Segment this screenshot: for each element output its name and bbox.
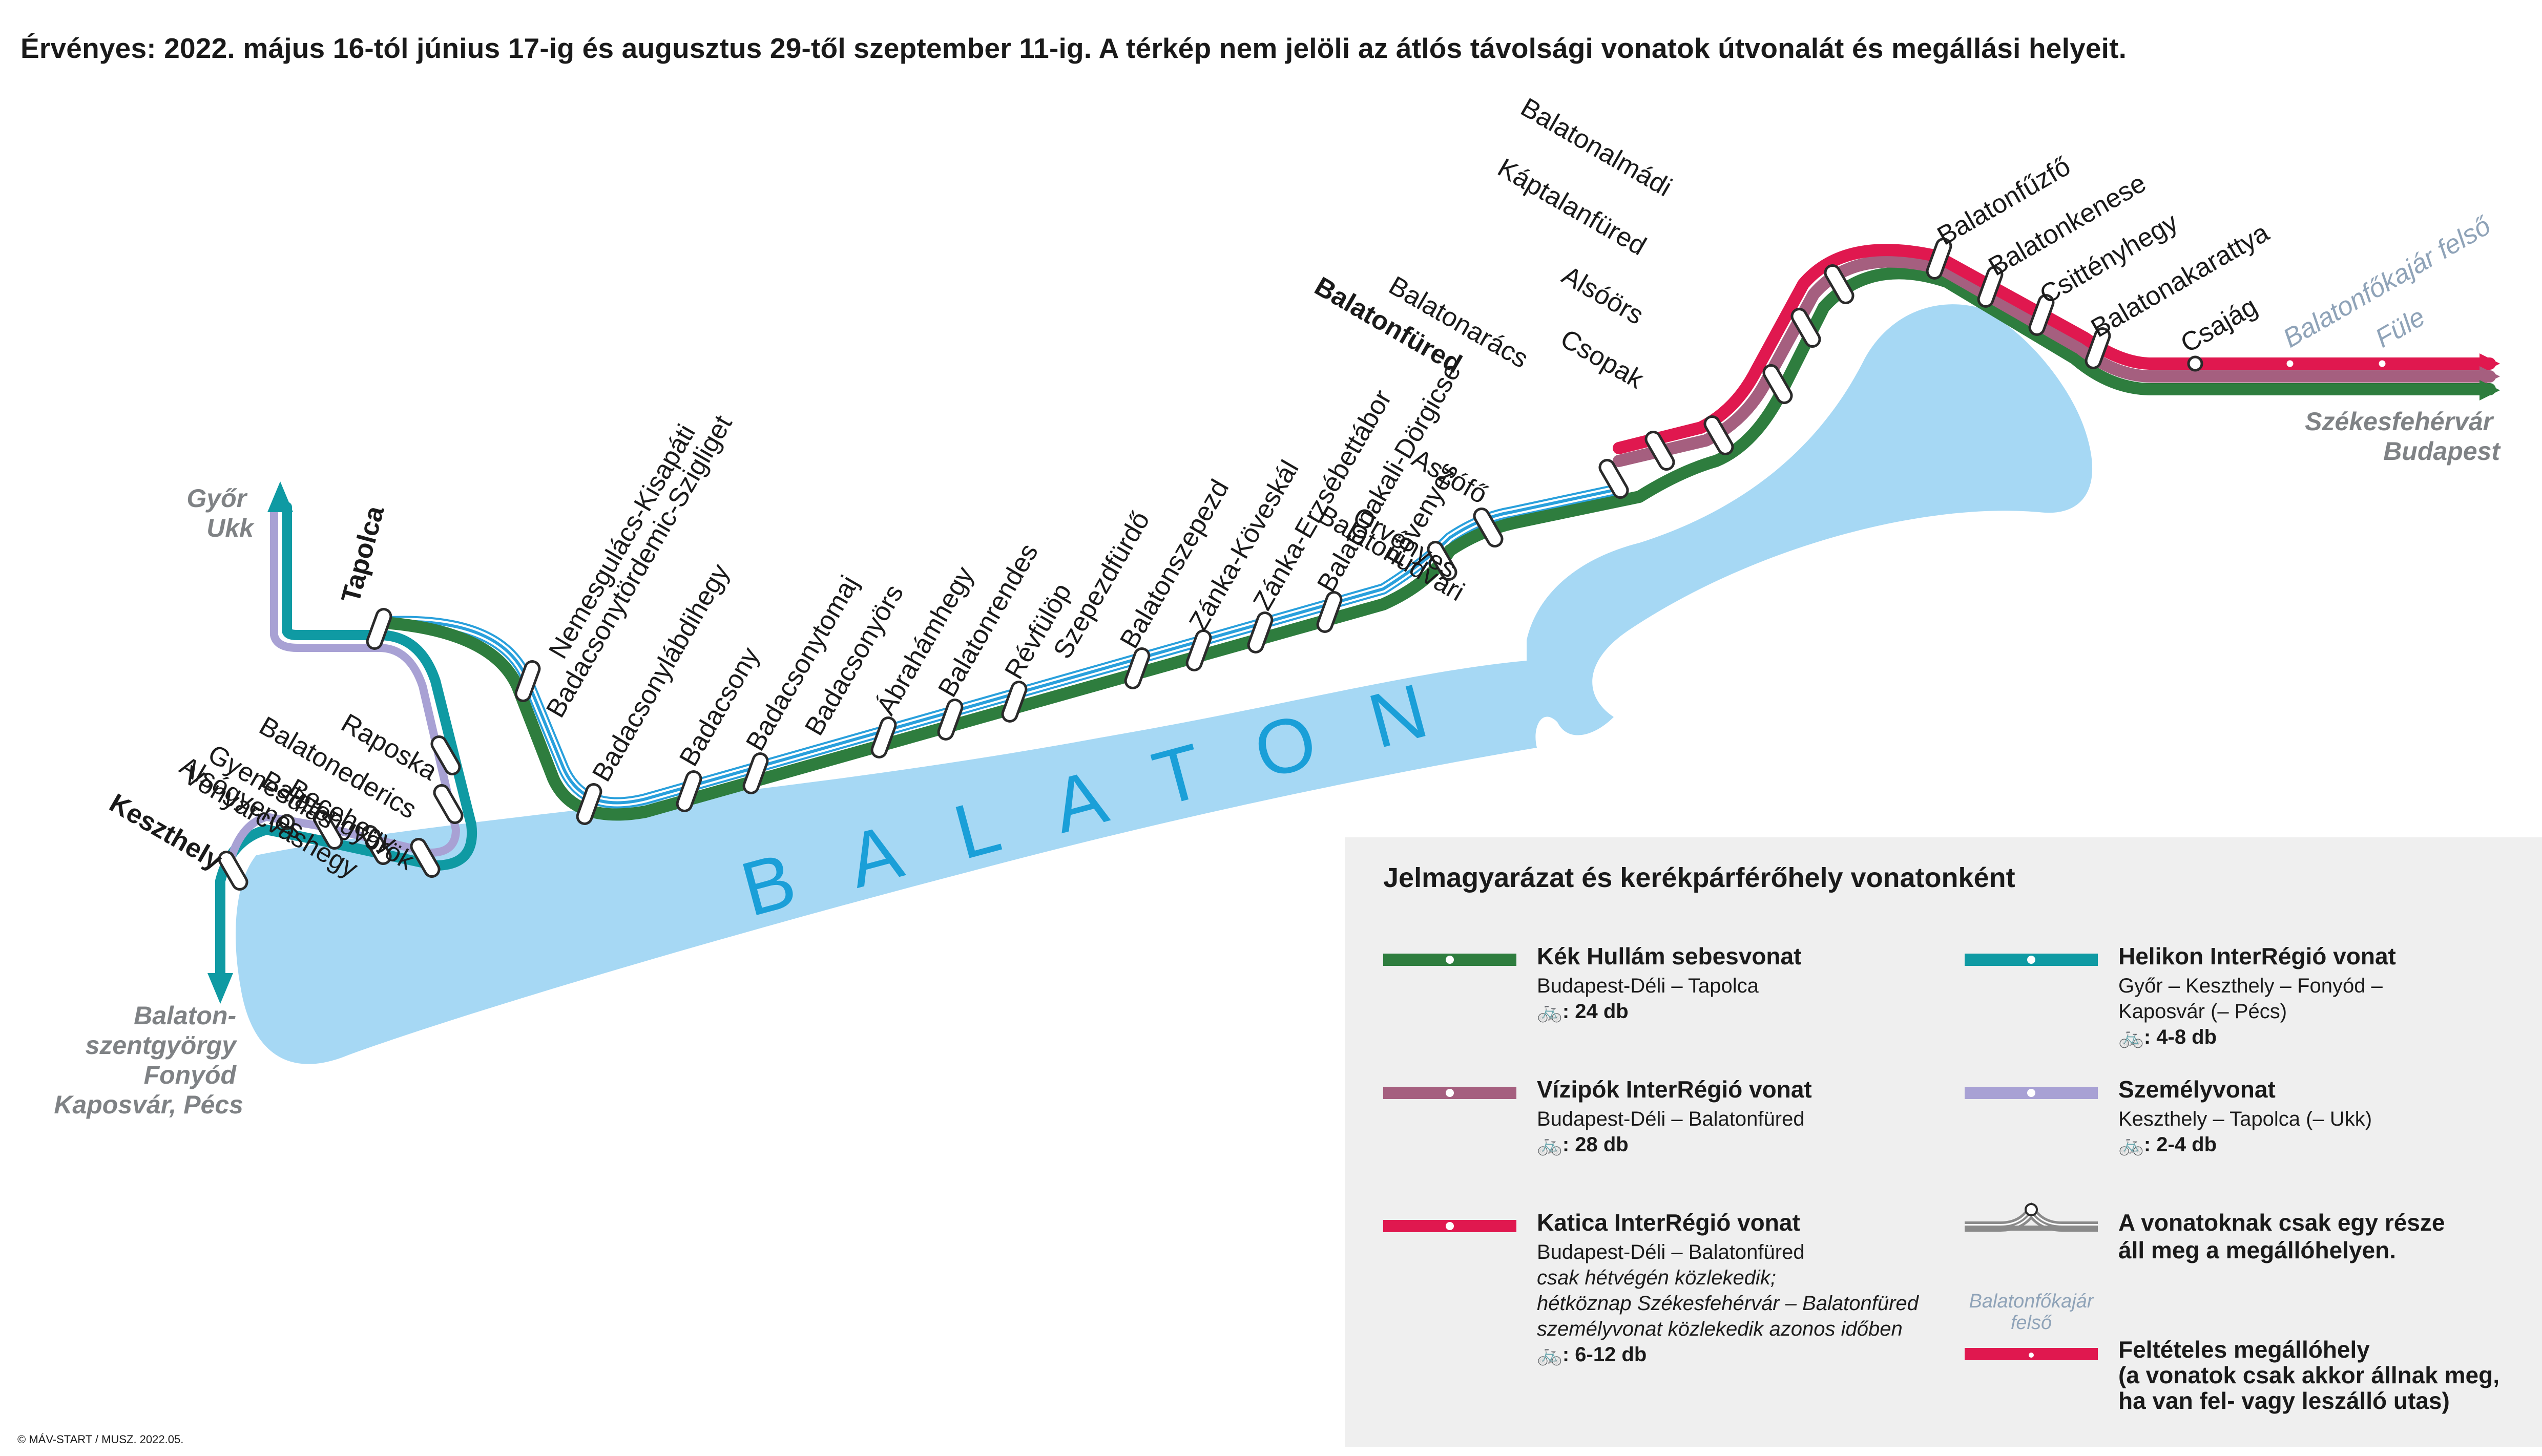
station-marker-csittenyhegy	[2028, 294, 2055, 336]
station-marker-alsogyenes	[279, 814, 295, 830]
station-marker-balatonrendes	[937, 699, 964, 741]
station-marker-balatonakali	[1316, 591, 1343, 633]
partial-stop-symbol	[1965, 1201, 2098, 1232]
station-marker-balatonfured	[1598, 458, 1629, 499]
station-marker-keszthely	[218, 850, 248, 891]
copyright: © MÁV-START / MUSZ. 2022.05.	[17, 1433, 184, 1446]
route-lilac-keszthely	[226, 644, 460, 864]
station-marker-csajag	[2187, 355, 2203, 372]
station-marker-kaptalanfured	[1790, 307, 1821, 348]
station-label-alsoors: Alsóörs	[1557, 260, 1649, 330]
legend: Jelmagyarázat és kerékpárférőhely vonato…	[1345, 837, 2542, 1447]
station-marker-balatonakarattya	[2085, 327, 2111, 369]
station-marker-nemesgulacs	[514, 660, 541, 702]
bicycle-icon: 🚲	[1537, 1343, 1562, 1366]
station-marker-fule	[2376, 357, 2388, 370]
legend-swatch-red	[1383, 1220, 1516, 1232]
station-marker-revfulop	[1001, 681, 1028, 723]
station-markers	[218, 238, 2388, 891]
station-marker-balatonszepezd	[1124, 647, 1151, 689]
legend-swatch-conditional	[1965, 1348, 2098, 1360]
conditional-stop-sample: Balatonfőkajár felső	[1969, 1291, 2094, 1334]
station-marker-badacsony	[676, 770, 702, 812]
station-marker-gyenesdias	[312, 809, 343, 850]
station-label-fule: Füle	[2370, 302, 2430, 354]
dest-balatonszentgyorgy: Balaton- szentgyörgy Fonyód Kaposvár, Pé…	[54, 1001, 243, 1119]
station-label-tapolca: Tapolca	[336, 502, 390, 606]
legend-title: Jelmagyarázat és kerékpárférőhely vonato…	[1383, 862, 2015, 893]
arrow-budapest-green	[2480, 380, 2500, 400]
validity-header: Érvényes: 2022. május 16-tól június 17-i…	[20, 32, 2127, 64]
legend-swatch-lilac	[1965, 1087, 2098, 1099]
station-marker-balatonalmadi	[1824, 264, 1855, 305]
station-marker-balatonfokajar	[2284, 357, 2296, 370]
station-label-badacsony: Badacsony	[674, 642, 765, 771]
dest-gyor: Győr Ukk	[186, 484, 255, 542]
station-marker-balatonederics	[433, 784, 464, 825]
station-marker-becehegy	[410, 837, 441, 878]
station-marker-zankaerzsebettabor	[1247, 611, 1274, 653]
station-marker-balatonaracs	[1644, 430, 1675, 471]
route-green	[373, 267, 2496, 821]
station-marker-orvenyes	[1427, 540, 1457, 581]
bicycle-icon: 🚲	[2118, 1133, 2144, 1156]
station-marker-tapolca	[366, 608, 392, 650]
station-marker-raposka	[430, 735, 461, 776]
bicycle-icon: 🚲	[1537, 1133, 1562, 1156]
station-marker-badacsonytomaj	[742, 752, 769, 794]
bicycle-icon: 🚲	[1537, 1000, 1562, 1023]
route-lines	[207, 244, 2500, 1004]
station-marker-balatonkenese	[1977, 266, 2004, 308]
station-marker-abrahamhegy	[870, 716, 897, 758]
station-marker-aszofo	[1473, 507, 1504, 548]
station-marker-balatongyorok	[361, 825, 392, 866]
station-label-csopak: Csopak	[1555, 324, 1649, 395]
legend-swatch-teal	[1965, 954, 2098, 966]
route-mauve	[1613, 255, 2496, 467]
arrow-budapest-mauve	[2480, 366, 2500, 387]
lake-balaton	[236, 304, 2093, 1064]
legend-swatch-mauve	[1383, 1087, 1516, 1099]
route-lilac-gyor	[270, 508, 383, 652]
arrow-gyor	[267, 481, 293, 512]
station-marker-alsoors	[1762, 364, 1793, 405]
dest-budapest: Székesfehérvár Budapest	[2305, 407, 2501, 466]
arrow-fonyod	[207, 973, 233, 1004]
bicycle-icon: 🚲	[2118, 1026, 2144, 1048]
station-label-csajag: Csajág	[2176, 291, 2262, 358]
route-teal-gyor	[282, 502, 384, 640]
station-marker-balatonfuzfo	[1926, 238, 1952, 280]
station-marker-badacsonylabdihegy	[576, 783, 602, 825]
station-marker-zankakoveskal	[1185, 629, 1212, 671]
station-marker-csopak	[1703, 415, 1734, 456]
legend-swatch-green	[1383, 954, 1516, 966]
route-red	[1613, 244, 2496, 454]
